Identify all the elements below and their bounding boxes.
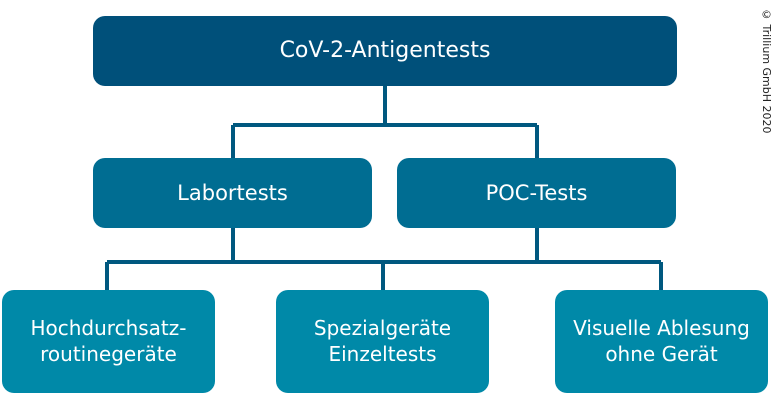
node-root: CoV-2-Antigentests	[93, 16, 677, 86]
node-poc-tests-label: POC-Tests	[485, 180, 588, 205]
node-visuelle-ablesung-label: Visuelle Ablesung ohne Gerät	[573, 315, 750, 366]
node-spezialgeraete-label: Spezialgeräte Einzeltests	[313, 315, 452, 366]
node-hochdurchsatz-label: Hochdurchsatz- routinegeräte	[30, 315, 187, 366]
node-poc-tests: POC-Tests	[397, 158, 676, 228]
node-spezialgeraete: Spezialgeräte Einzeltests	[276, 290, 489, 393]
node-root-label: CoV-2-Antigentests	[279, 37, 491, 63]
node-hochdurchsatz: Hochdurchsatz- routinegeräte	[2, 290, 215, 393]
node-labortests: Labortests	[93, 158, 372, 228]
node-labortests-label: Labortests	[177, 180, 288, 205]
copyright-note: © Trillium GmbH 2020	[760, 8, 773, 134]
node-visuelle-ablesung: Visuelle Ablesung ohne Gerät	[555, 290, 768, 393]
